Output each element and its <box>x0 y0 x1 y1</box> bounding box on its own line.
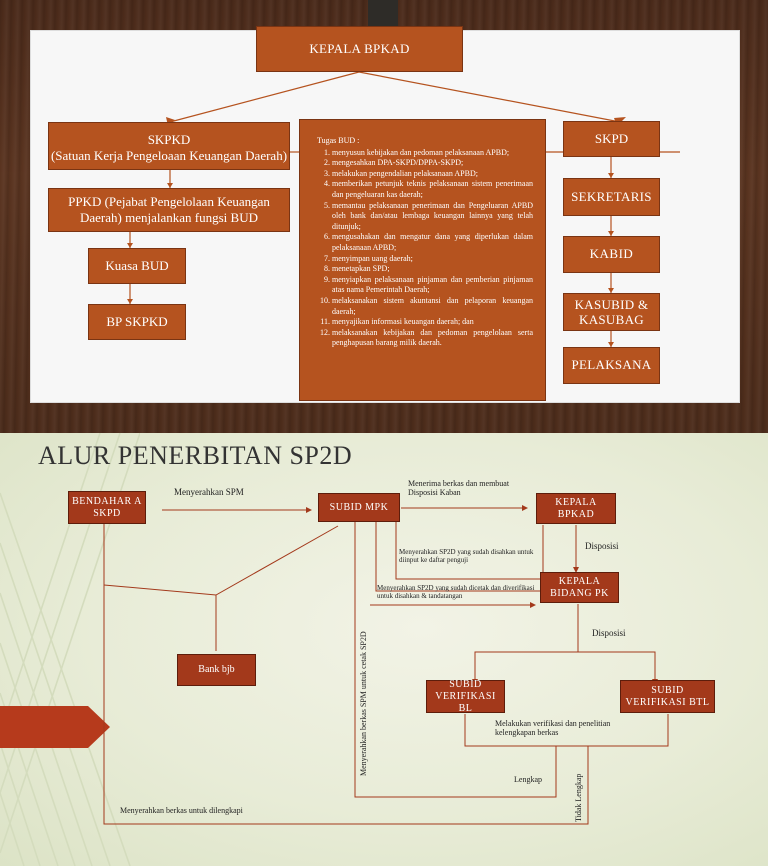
arrowhead-kuasa <box>127 243 133 248</box>
bp-skpkd-box: BP SKPKD <box>88 304 186 340</box>
arrowhead-bp <box>127 299 133 304</box>
label-dilengkapi: Menyerahkan berkas untuk dilengkapi <box>120 806 243 815</box>
subid-verifikasi-btl-box: SUBID VERIFIKASI BTL <box>620 680 715 713</box>
ppkd-box: PPKD (Pejabat Pengelolaan Keuangan Daera… <box>48 188 290 232</box>
flow-sp2d-disahkan <box>395 519 544 580</box>
tugas-bud-item: memantau pelaksanaan penerimaan dan Peng… <box>332 201 533 233</box>
kabid-box: KABID <box>563 236 660 273</box>
arrowhead-kabid-input <box>530 602 536 608</box>
tugas-bud-item: menetapkan SPD; <box>332 264 533 275</box>
tugas-bud-box: Tugas BUD : menyusun kebijakan dan pedom… <box>299 119 546 401</box>
tugas-bud-title: Tugas BUD : <box>317 136 360 145</box>
kabid-label: KABID <box>589 246 634 262</box>
tugas-bud-list: menyusun kebijakan dan pedoman pelaksana… <box>317 148 533 349</box>
label-terima-berkas: Menerima berkas dan membuat Disposisi Ka… <box>408 479 510 497</box>
kasubid-box: KASUBID & KASUBAG <box>563 293 660 331</box>
skpkd-box: SKPKD (Satuan Kerja Pengeloaan Keuangan … <box>48 122 290 170</box>
label-disposisi-kaban: Disposisi <box>585 541 619 551</box>
subid-mpk-box: SUBID MPK <box>318 493 400 522</box>
bendahara-skpd-label: BENDAHAR A SKPD <box>72 495 142 519</box>
slide-tab <box>368 0 398 30</box>
bank-bjb-box: Bank bjb <box>177 654 256 686</box>
sekretaris-box: SEKRETARIS <box>563 178 660 216</box>
tugas-bud-item: mengesahkan DPA-SKPD/DPPA-SKPD; <box>332 158 533 169</box>
kasubid-label: KASUBID & KASUBAG <box>574 297 649 327</box>
subid-verifikasi-btl-label: SUBID VERIFIKASI BTL <box>625 684 710 708</box>
arrowhead-pelaksana <box>608 342 614 347</box>
bank-bjb-label: Bank bjb <box>198 664 235 675</box>
kepala-bidang-pk-label: KEPALA BIDANG PK <box>550 575 609 599</box>
tugas-bud-item: menyajikan informasi keuangan daerah; da… <box>332 317 533 328</box>
bp-skpkd-label: BP SKPKD <box>106 313 168 329</box>
bendahara-skpd-box: BENDAHAR A SKPD <box>68 491 146 524</box>
label-lengkap: Lengkap <box>514 775 542 784</box>
tugas-bud-item: melakukan pengendalian pelaksanaan APBD; <box>332 169 533 180</box>
label-verifikasi: Melakukan verifikasi dan penelitian kele… <box>495 719 611 737</box>
label-serahkan-spm: Menyerahkan SPM <box>174 487 244 497</box>
tugas-bud-item: menyiapkan pelaksanaan pinjaman dan pemb… <box>332 275 533 296</box>
subid-verifikasi-bl-box: SUBID VERIFIKASI BL <box>426 678 505 714</box>
tugas-bud-item: memberikan petunjuk teknis pelaksanaan s… <box>332 179 533 200</box>
label-sp2d-dicetak: Menyerahkan SP2D yang sudah dicetak dan … <box>377 584 535 600</box>
kuasa-bud-box: Kuasa BUD <box>88 248 186 284</box>
subid-verifikasi-bl-label: SUBID VERIFIKASI BL <box>435 678 496 714</box>
flow-tidak-lengkap <box>103 524 589 825</box>
subid-mpk-label: SUBID MPK <box>329 501 389 513</box>
tugas-bud-item: melaksanakan sistem akuntansi dan pelapo… <box>332 296 533 317</box>
arrowhead-kabid <box>608 231 614 236</box>
org-chart-connectors <box>127 71 680 347</box>
tugas-bud-item: menyimpan uang daerah; <box>332 254 533 265</box>
skpd-box: SKPD <box>563 121 660 157</box>
arrowhead-ppkd <box>167 183 173 188</box>
flow-split-verifikasi <box>474 651 656 679</box>
arrowhead-sekretaris <box>608 173 614 178</box>
pelaksana-label: PELAKSANA <box>571 357 652 373</box>
kepala-bidang-pk-box: KEPALA BIDANG PK <box>540 572 619 603</box>
skpkd-label: SKPKD (Satuan Kerja Pengeloaan Keuangan … <box>50 132 288 163</box>
arrowhead-kasubid <box>608 288 614 293</box>
label-disposisi-kabid: Disposisi <box>592 628 626 638</box>
label-cetak-sp2d: Menyerahkan berkas SPM untuk cetak SP2D <box>359 631 368 776</box>
arrow-banner <box>0 706 88 748</box>
tugas-bud-item: menyusun kebijakan dan pedoman pelaksana… <box>332 148 533 159</box>
sekretaris-label: SEKRETARIS <box>571 188 652 204</box>
flow-bank-links <box>103 525 339 596</box>
tugas-bud-item: melaksanakan kebijakan dan pedoman penge… <box>332 328 533 349</box>
label-sp2d-disahkan: Menyerahkan SP2D yang sudah disahkan unt… <box>399 548 534 564</box>
skpd-label: SKPD <box>594 130 629 146</box>
kepala-bpkad-flow-label: KEPALA BPKAD <box>555 496 597 520</box>
page-title: ALUR PENERBITAN SP2D <box>38 441 353 470</box>
flow-lengkap <box>354 519 557 798</box>
connector-kepala-skpd <box>358 71 621 123</box>
arrowhead-kepala <box>522 505 528 511</box>
pelaksana-box: PELAKSANA <box>563 347 660 384</box>
label-tidak-lengkap: Tidak Lengkap <box>574 773 583 822</box>
connector-kepala-skpkd <box>169 71 360 123</box>
flow-merge-verifikasi <box>464 714 669 747</box>
tugas-bud-item: mengusahakan dan mengatur dana yang dipe… <box>332 232 533 253</box>
arrowhead-subid <box>306 507 312 513</box>
ppkd-label: PPKD (Pejabat Pengelolaan Keuangan Daera… <box>68 194 270 225</box>
arrowhead-kabid <box>573 567 579 573</box>
kepala-bpkad-label: KEPALA BPKAD <box>309 40 410 56</box>
kepala-bpkad-flow-box: KEPALA BPKAD <box>536 493 616 524</box>
kepala-bpkad-box: KEPALA BPKAD <box>256 26 463 72</box>
kuasa-bud-label: Kuasa BUD <box>105 257 169 273</box>
flow-sp2d-dicetak <box>375 519 540 592</box>
